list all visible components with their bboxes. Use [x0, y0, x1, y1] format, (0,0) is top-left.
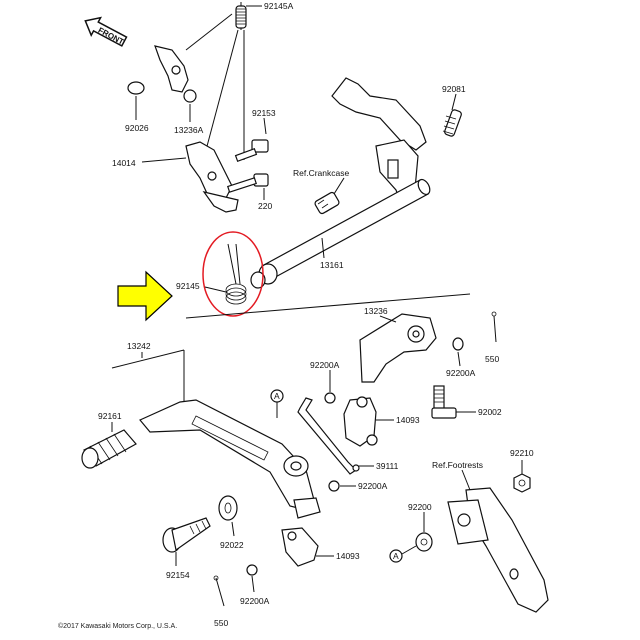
marker-a-1: A	[274, 391, 280, 401]
label-92154: 92154	[166, 570, 190, 580]
label-ref-crankcase: Ref.Crankcase	[293, 168, 349, 178]
label-92026: 92026	[125, 123, 149, 133]
label-13236a: 13236A	[174, 125, 204, 135]
crankcase-pin	[314, 191, 340, 215]
washer-92200a-bottom	[246, 564, 258, 576]
label-92200a-3: 92200A	[358, 481, 388, 491]
label-14093-2: 14093	[336, 551, 360, 561]
copyright-notice: ©2017 Kawasaki Motors Corp., U.S.A.	[58, 623, 178, 630]
label-39111: 39111	[376, 461, 399, 471]
spring-92145	[225, 243, 247, 305]
bracket-14014	[185, 141, 239, 213]
bolt-92154	[162, 517, 211, 553]
label-13236: 13236	[364, 306, 388, 316]
label-13161: 13161	[320, 260, 344, 270]
bolt-92002	[431, 385, 457, 419]
shift-pedal-13242	[139, 399, 321, 519]
label-92161: 92161	[98, 411, 122, 421]
shift-lever-13236	[359, 313, 437, 383]
front-arrow-icon: FRONT	[84, 16, 128, 47]
spring-92081	[442, 109, 462, 137]
label-92200a-1: 92200A	[446, 368, 476, 378]
cotter-pin-550-top	[491, 311, 497, 343]
rod-end-14093-lower	[281, 527, 319, 567]
label-13242: 13242	[127, 341, 151, 351]
pointer-arrow-icon	[117, 270, 173, 322]
label-ref-footrests: Ref.Footrests	[432, 460, 483, 470]
bolt-92153	[234, 139, 269, 163]
label-14093-1: 14093	[396, 415, 420, 425]
label-92145a: 92145A	[264, 1, 294, 11]
label-92153: 92153	[252, 108, 276, 118]
marker-a-2: A	[393, 551, 399, 561]
spring-92145a	[235, 2, 247, 30]
bolt-220	[227, 173, 269, 193]
highlight-circle	[202, 231, 264, 317]
washer-92200a-right	[452, 337, 464, 351]
washer-92200a-mid	[328, 480, 340, 492]
nut-92210	[513, 473, 531, 493]
washer-92200a-left	[324, 392, 336, 404]
shift-shaft-13161	[250, 178, 431, 289]
tie-rod-39111	[297, 397, 357, 475]
label-92200a-2: 92200A	[310, 360, 340, 370]
washer-92200	[415, 532, 433, 552]
label-92200: 92200	[408, 502, 432, 512]
label-220: 220	[258, 201, 272, 211]
label-92145: 92145	[176, 281, 200, 291]
label-92081: 92081	[442, 84, 466, 94]
washer-92026	[127, 81, 145, 95]
label-92200a-4: 92200A	[240, 596, 270, 606]
rod-end-14093-upper	[343, 396, 378, 447]
label-92210: 92210	[510, 448, 534, 458]
label-92022: 92022	[220, 540, 244, 550]
marker-a-circle-2	[389, 549, 403, 563]
foot-peg-92161	[81, 429, 137, 469]
label-92002: 92002	[478, 407, 502, 417]
cotter-pin-550-bottom	[213, 575, 225, 607]
washer-92022	[218, 495, 238, 521]
label-550-bottom: 550	[214, 618, 228, 628]
label-14014: 14014	[112, 158, 136, 168]
footrest-bracket	[447, 487, 549, 613]
shift-lever-13236a	[127, 45, 197, 103]
label-550-top: 550	[485, 354, 499, 364]
